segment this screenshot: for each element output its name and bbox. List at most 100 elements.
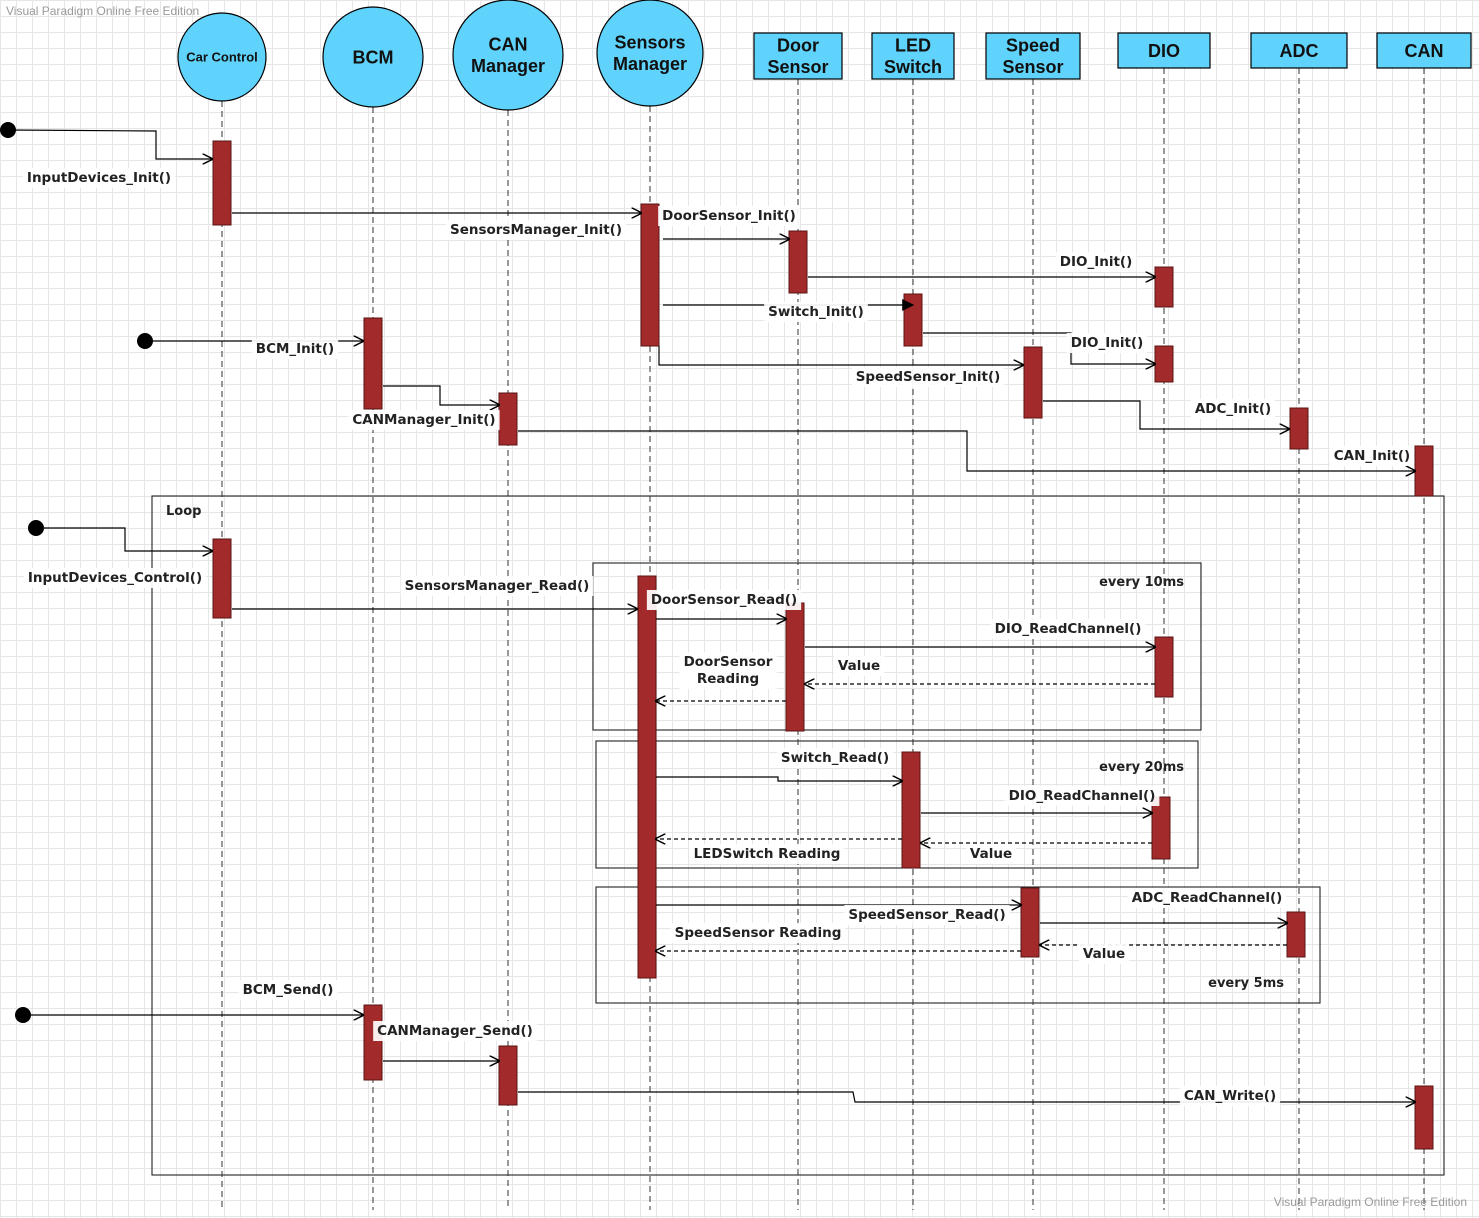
svg-text:DoorSensor_Read(): DoorSensor_Read() — [651, 592, 797, 608]
message-label: DoorSensor_Read() — [646, 590, 802, 610]
message-label: InputDevices_Init() — [22, 168, 176, 188]
participant-adc[interactable]: ADC — [1250, 32, 1348, 69]
activation-bar — [1154, 266, 1174, 308]
frame-speed-5ms: every 5ms — [595, 886, 1321, 1004]
message-m10 — [1043, 400, 1289, 429]
participant-label: Car Control — [186, 50, 258, 65]
label-background — [689, 844, 845, 864]
label-background — [679, 652, 777, 689]
label-background — [22, 168, 176, 188]
svg-text:DIO_Init(): DIO_Init() — [1060, 254, 1133, 270]
message-arrow — [36, 527, 212, 551]
svg-text:DoorSensor_Init(): DoorSensor_Init() — [662, 208, 796, 224]
activation-bar — [1289, 407, 1309, 450]
message-label: CAN_Write() — [1179, 1086, 1281, 1106]
participant-label: CAN — [1405, 41, 1444, 61]
svg-text:DIO_ReadChannel(): DIO_ReadChannel() — [1009, 788, 1156, 804]
participant-label: ADC — [1280, 41, 1319, 61]
message-label: SpeedSensor Reading — [670, 923, 846, 943]
message-label: LEDSwitch Reading — [689, 844, 845, 864]
message-label: DIO_Init() — [1055, 252, 1137, 272]
svg-text:ADC_ReadChannel(): ADC_ReadChannel() — [1132, 890, 1283, 906]
svg-text:BCM_Init(): BCM_Init() — [256, 341, 334, 357]
frame-border — [592, 562, 1202, 731]
svg-text:CANManager_Send(): CANManager_Send() — [377, 1023, 533, 1039]
frame-label: Loop — [166, 504, 201, 519]
found-message-dot — [28, 520, 44, 536]
svg-text:ADC_Init(): ADC_Init() — [1195, 401, 1271, 417]
message-label: CANManager_Send() — [373, 1021, 537, 1041]
frame-label: every 10ms — [1099, 575, 1184, 590]
message-label: Value — [833, 656, 885, 676]
message-label: SensorsManager_Read() — [400, 576, 594, 596]
activation-bar — [1023, 346, 1043, 419]
participant-circle — [452, 0, 564, 111]
svg-text:CAN_Write(): CAN_Write() — [1184, 1088, 1276, 1104]
activation-bar — [901, 751, 921, 869]
message-arrow — [656, 777, 902, 781]
frame-door-10ms: every 10ms — [592, 562, 1202, 731]
watermark-bottom: Visual Paradigm Online Free Edition — [1273, 1195, 1467, 1209]
message-arrow — [7, 129, 212, 159]
message-label: CAN_Init() — [1329, 446, 1415, 466]
label-background — [833, 656, 885, 676]
message-label: InputDevices_Control() — [23, 568, 207, 588]
watermark-top: Visual Paradigm Online Free Edition — [6, 4, 200, 18]
message-m8 — [658, 346, 1023, 365]
svg-text:Value: Value — [970, 846, 1012, 862]
message-label: Value — [965, 844, 1017, 864]
activation-bar — [212, 538, 232, 619]
svg-text:BCM_Send(): BCM_Send() — [243, 982, 334, 998]
participant-bcm[interactable]: BCM — [322, 6, 424, 108]
activation-bar — [785, 602, 805, 732]
message-label: DoorSensor_Init() — [658, 206, 800, 226]
label-background — [1004, 786, 1160, 806]
activation-bar — [498, 392, 518, 446]
label-background — [445, 220, 627, 240]
message-m9 — [383, 385, 499, 405]
found-message-dot — [15, 1007, 31, 1023]
message-arrow — [383, 385, 499, 405]
message-label: ADC_Init() — [1190, 399, 1276, 419]
message-label: Value — [1078, 944, 1130, 964]
message-label: SpeedSensor_Read() — [844, 905, 1010, 925]
frame-label: every 20ms — [1099, 760, 1184, 775]
frame-switch-20ms: every 20ms — [595, 740, 1199, 869]
participant-car-control[interactable]: Car Control — [177, 12, 267, 102]
participant-dio[interactable]: DIO — [1117, 32, 1211, 69]
svg-text:LEDSwitch Reading: LEDSwitch Reading — [694, 846, 841, 862]
participant-box — [871, 32, 955, 80]
activation-bar — [640, 203, 660, 347]
frame-border — [595, 740, 1199, 869]
participant-can[interactable]: CAN — [1376, 32, 1472, 69]
svg-text:Value: Value — [838, 658, 880, 674]
activation-bar — [1020, 887, 1040, 958]
activation-bar — [363, 1004, 383, 1081]
participant-label: BCM — [353, 47, 394, 67]
label-background — [646, 590, 802, 610]
svg-text:Value: Value — [1083, 946, 1125, 962]
label-background — [670, 923, 846, 943]
activation-bar — [212, 140, 232, 226]
svg-text:DIO_ReadChannel(): DIO_ReadChannel() — [995, 621, 1142, 637]
message-arrow — [518, 430, 1415, 471]
label-background — [1179, 1086, 1281, 1106]
svg-text:SpeedSensor_Read(): SpeedSensor_Read() — [848, 907, 1005, 923]
message-label: DIO_ReadChannel() — [990, 619, 1146, 639]
activation-bar — [788, 230, 808, 294]
svg-text:CAN_Init(): CAN_Init() — [1334, 448, 1410, 464]
message-arrow — [518, 1091, 1415, 1102]
message-label: SensorsManager_Init() — [445, 220, 627, 240]
activation-bar — [1286, 911, 1306, 958]
participant-box — [1250, 32, 1348, 69]
